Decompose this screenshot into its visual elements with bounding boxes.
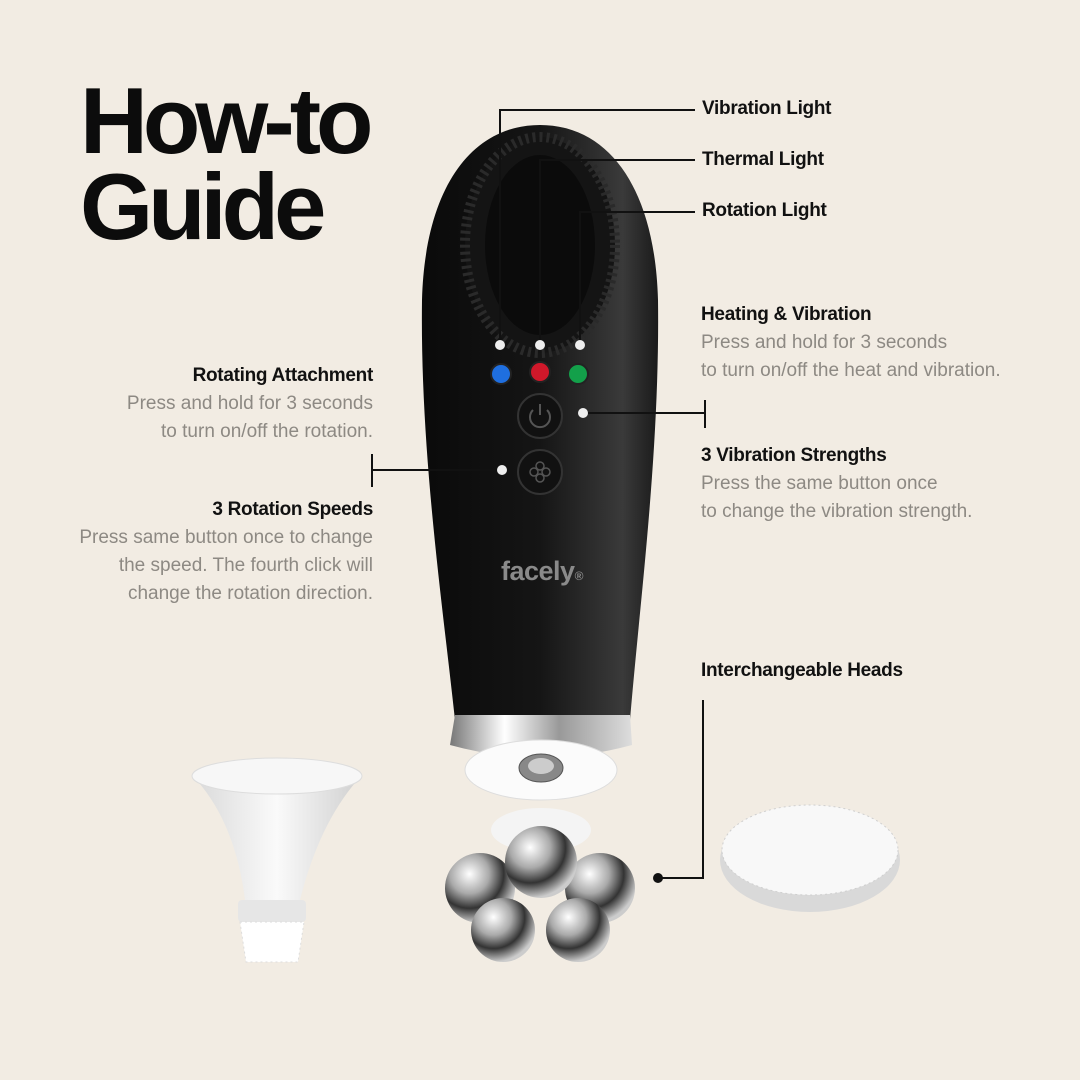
power-button xyxy=(517,393,563,439)
red-led xyxy=(529,361,551,383)
vibration-light-label: Vibration Light xyxy=(702,98,832,119)
rotation-speeds-callout: 3 Rotation Speeds Press same button once… xyxy=(79,499,373,604)
cone-attachment xyxy=(191,757,363,963)
roller-balls xyxy=(445,826,635,962)
callout-lines xyxy=(371,109,706,879)
blue-led xyxy=(490,363,512,385)
thermal-light-label: Thermal Light xyxy=(702,149,824,170)
rotation-button xyxy=(517,449,563,495)
vibration-strengths-callout: 3 Vibration Strengths Press the same but… xyxy=(701,445,973,522)
rotation-light-label: Rotation Light xyxy=(702,200,827,221)
green-led xyxy=(567,363,589,385)
brush-head xyxy=(720,804,900,912)
rotating-attachment-callout: Rotating Attachment Press and hold for 3… xyxy=(126,365,373,442)
interchangeable-heads-label: Interchangeable Heads xyxy=(701,660,903,681)
brand-logo: facely® xyxy=(501,556,583,586)
heating-vibration-callout: Heating & Vibration Press and hold for 3… xyxy=(701,304,1001,381)
